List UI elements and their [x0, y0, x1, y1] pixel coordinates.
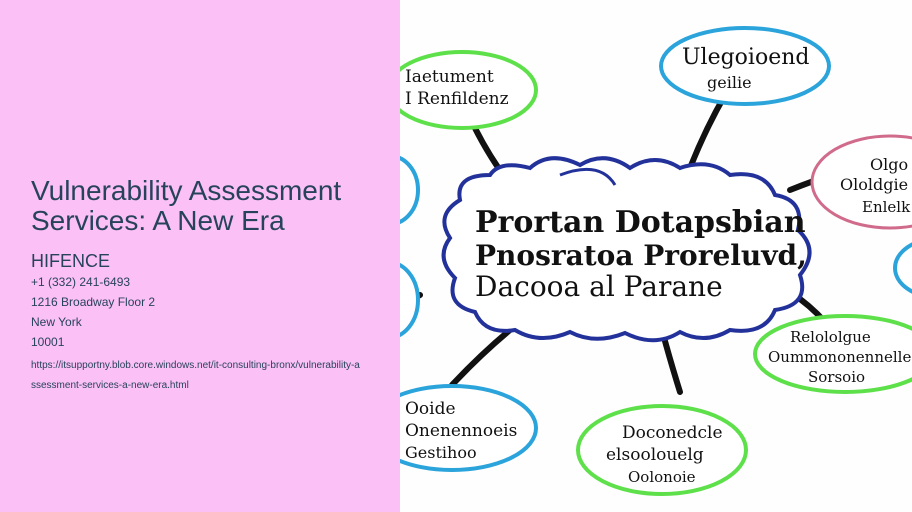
- center-line-2: Pnosratoa Proreluvd,: [475, 239, 807, 272]
- page-url[interactable]: https://itsupportny.blob.core.windows.ne…: [31, 360, 360, 391]
- city: New York: [31, 315, 82, 329]
- bubble-left-edge-lower: [400, 262, 420, 338]
- bubble-right-lower: [753, 314, 912, 394]
- bubble-right-upper: [810, 134, 912, 230]
- bubble-right-upper-line-2: Ololdgie: [840, 175, 908, 194]
- center-line-3: Dacooa al Parane: [475, 270, 723, 303]
- bubble-top-left: [400, 50, 538, 130]
- company-name: HIFENCE: [31, 251, 111, 271]
- bubble-right-lower-line-2: Oummononennelle: [768, 348, 911, 366]
- bubble-bottom-left: [400, 384, 538, 472]
- center-line-1: Prortan Dotapsbian: [475, 205, 806, 240]
- connector-bottom-left: [449, 327, 513, 388]
- bubble-bottom-left-line-2: Onenennoeis: [405, 421, 517, 441]
- bubble-top-center-line-1: Ulegoioend: [682, 45, 809, 70]
- bubble-bottom-left-line-3: Gestihoo: [405, 443, 477, 462]
- bubble-bottom-center-line-2: elsoolouelg: [606, 445, 704, 465]
- bubble-right-upper-line-1: Olgo: [870, 155, 908, 174]
- bubble-bottom-center: [576, 404, 748, 496]
- street-address: 1216 Broadway Floor 2: [31, 295, 156, 309]
- zip-code: 10001: [31, 335, 65, 349]
- bubble-right-upper-line-3: Enlelk: [862, 198, 911, 216]
- connector-top-center: [687, 92, 728, 171]
- cloud-highlight: [559, 167, 617, 186]
- bubble-top-left-line-2: I Renfildenz: [405, 89, 509, 109]
- bubble-bottom-center-line-1: Doconedcle: [622, 423, 723, 443]
- bubble-bottom-left-line-1: Ooide: [405, 399, 456, 419]
- center-cloud: [441, 156, 812, 343]
- bubble-right-lower-line-3: Sorsoio: [808, 368, 865, 386]
- bubble-left-edge-upper: [400, 156, 420, 224]
- page-title: Vulnerability Assessment Services: A New…: [31, 175, 342, 236]
- bubble-top-center-line-2: geilie: [707, 73, 752, 92]
- mindmap-illustration: Prortan Dotapsbian Pnosratoa Proreluvd, …: [400, 0, 912, 512]
- info-panel: Vulnerability Assessment Services: A New…: [0, 0, 400, 512]
- mindmap-svg: Prortan Dotapsbian Pnosratoa Proreluvd, …: [400, 26, 912, 496]
- bubble-top-left-line-1: Iaetument: [405, 67, 494, 87]
- bubble-right-lower-line-1: Relololgue: [790, 328, 871, 346]
- phone-number: +1 (332) 241-6493: [31, 275, 131, 289]
- bubble-bottom-center-line-3: Oolonoie: [628, 468, 696, 486]
- info-content: Vulnerability Assessment Services: A New…: [31, 176, 391, 396]
- bubble-right-edge: [893, 242, 912, 294]
- bubble-top-center: [659, 26, 831, 106]
